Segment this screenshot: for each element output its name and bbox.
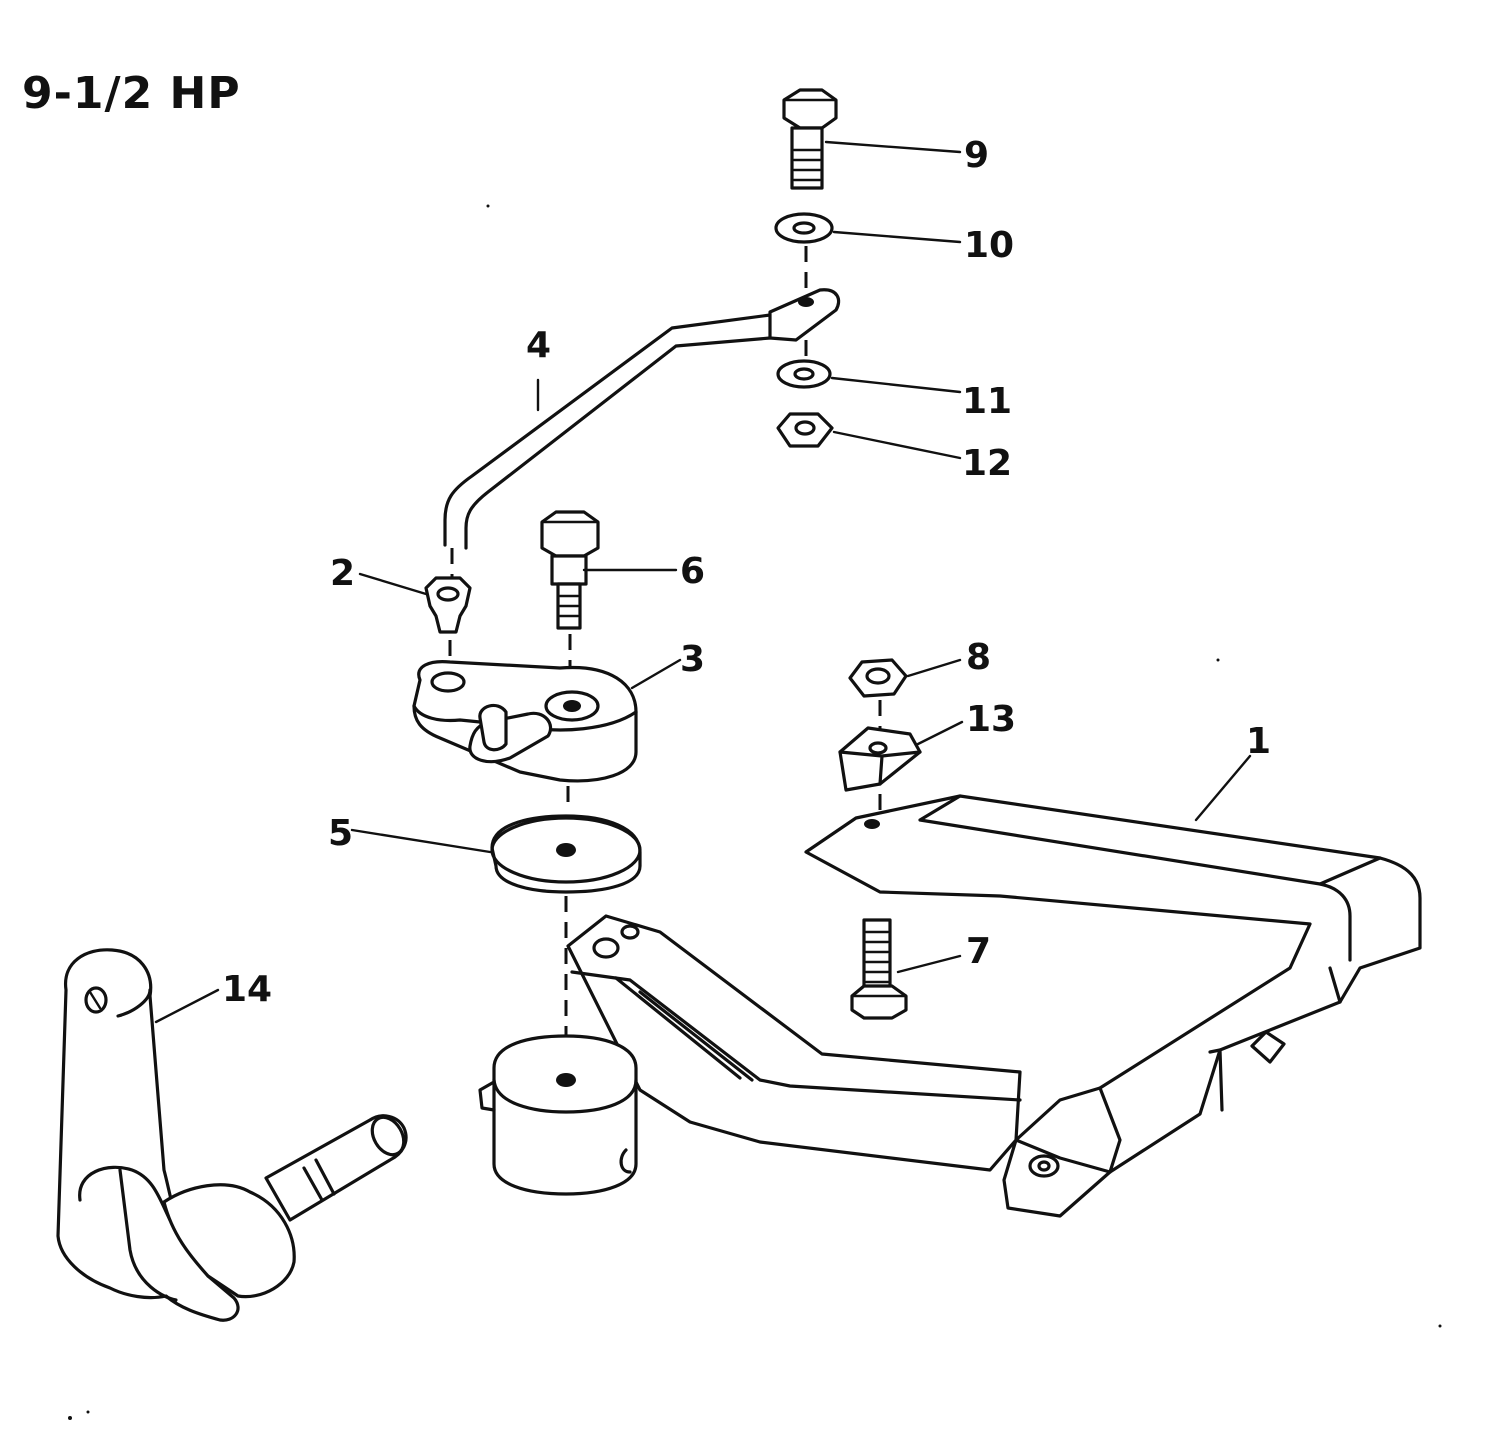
part-14-crank-lever	[56, 948, 408, 1322]
callout-7: 7	[966, 931, 992, 972]
part-10-washer	[774, 212, 962, 244]
part-9-bolt	[782, 88, 962, 190]
callout-14: 14	[222, 969, 273, 1010]
part-7-bolt	[850, 918, 962, 1020]
part-1-frame	[478, 754, 1422, 1218]
callout-6: 6	[680, 551, 706, 592]
callout-2: 2	[330, 553, 356, 594]
diagram-title: 9-1/2 HP	[22, 68, 241, 119]
callout-4: 4	[526, 325, 552, 366]
callout-13: 13	[966, 699, 1017, 740]
callout-8: 8	[966, 637, 992, 678]
callout-12: 12	[962, 443, 1013, 484]
callout-3: 3	[680, 639, 706, 680]
part-4-link-rod	[443, 288, 841, 550]
callout-11: 11	[962, 381, 1013, 422]
part-5-washer-plate	[350, 814, 642, 894]
part-6-shoulder-bolt	[540, 510, 678, 630]
part-12-hex-nut	[776, 412, 962, 460]
callout-5: 5	[328, 813, 354, 854]
callout-9: 9	[964, 135, 990, 176]
callout-10: 10	[964, 225, 1015, 266]
scan-specks	[68, 204, 1442, 1420]
part-8-hex-nut	[848, 658, 962, 698]
part-2-swivel-fitting	[358, 548, 472, 634]
part-3-bracket	[412, 658, 682, 783]
part-11-washer	[776, 359, 962, 394]
part-13-wedge-plate	[838, 720, 964, 792]
callout-1: 1	[1246, 721, 1272, 762]
